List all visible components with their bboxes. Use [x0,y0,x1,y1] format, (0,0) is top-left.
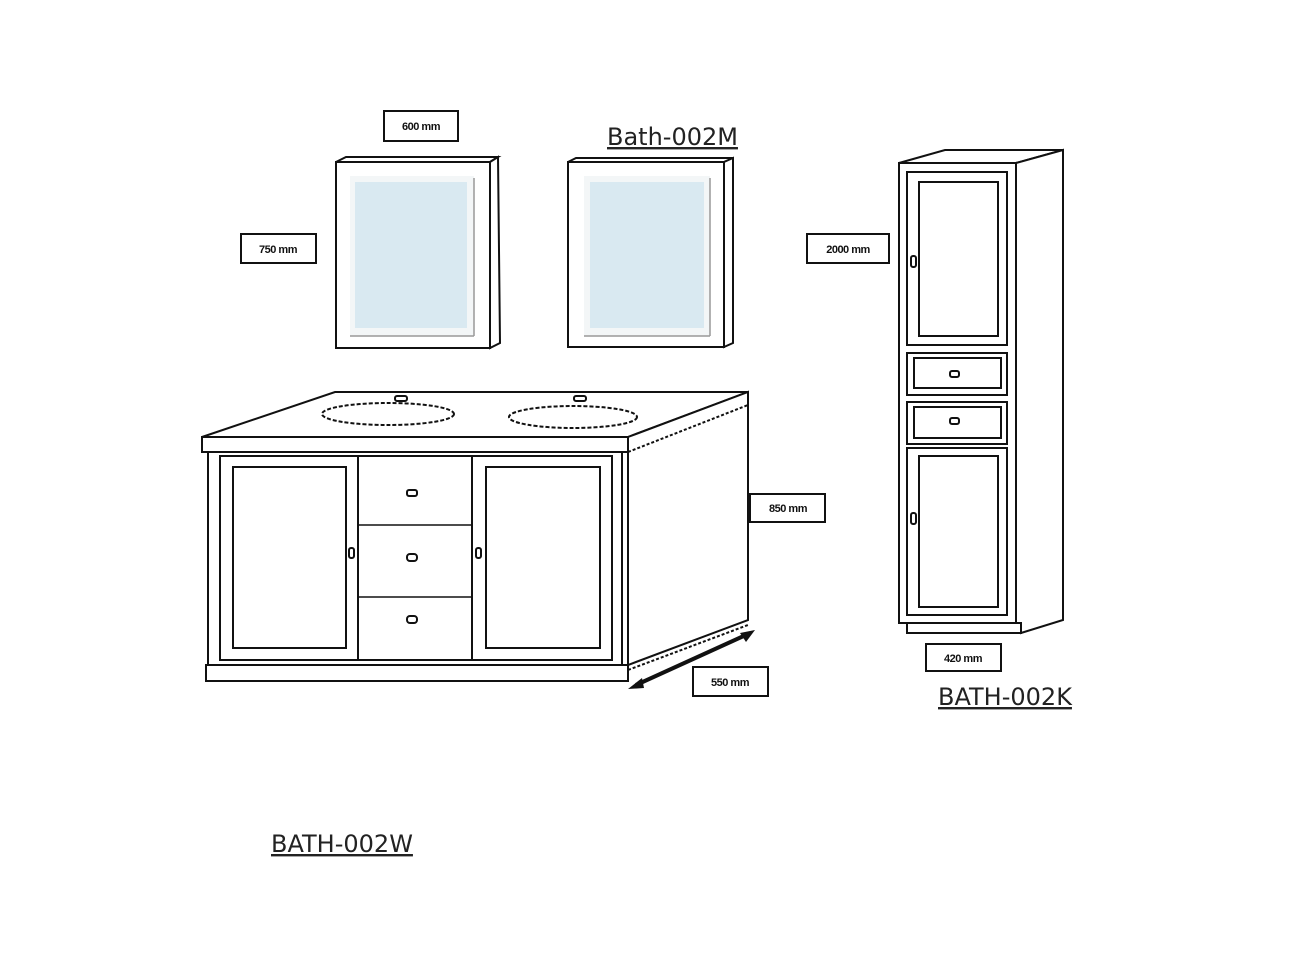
dim-vanity-height: 850 mm [749,493,826,523]
dim-vanity-depth: 550 mm [692,666,769,697]
svg-text:850 mm: 850 mm [769,503,808,515]
mirror-glass [355,182,467,328]
svg-text:600 mm: 600 mm [402,121,441,133]
mirror-right [567,156,734,349]
mirror-glass [590,182,704,328]
dim-tall-height: 2000 mm [806,233,890,264]
svg-text:550 mm: 550 mm [711,677,750,689]
mirror-left [335,155,502,350]
dim-tall-width: 420 mm [925,643,1002,672]
title-mirror: Bath-002M [607,123,738,151]
svg-text:420 mm: 420 mm [944,653,983,665]
title-vanity: BATH-002W [271,830,413,858]
depth-arrow [628,630,755,689]
sink-right [508,405,638,429]
vanity-unit [201,390,749,682]
tall-cabinet [898,148,1064,635]
dim-mirror-width: 600 mm [383,110,459,142]
sink-left [321,402,455,426]
svg-text:750 mm: 750 mm [259,244,298,256]
title-tall-cabinet: BATH-002K [938,683,1073,711]
svg-text:2000 mm: 2000 mm [826,244,870,256]
dim-mirror-height: 750 mm [240,233,317,264]
